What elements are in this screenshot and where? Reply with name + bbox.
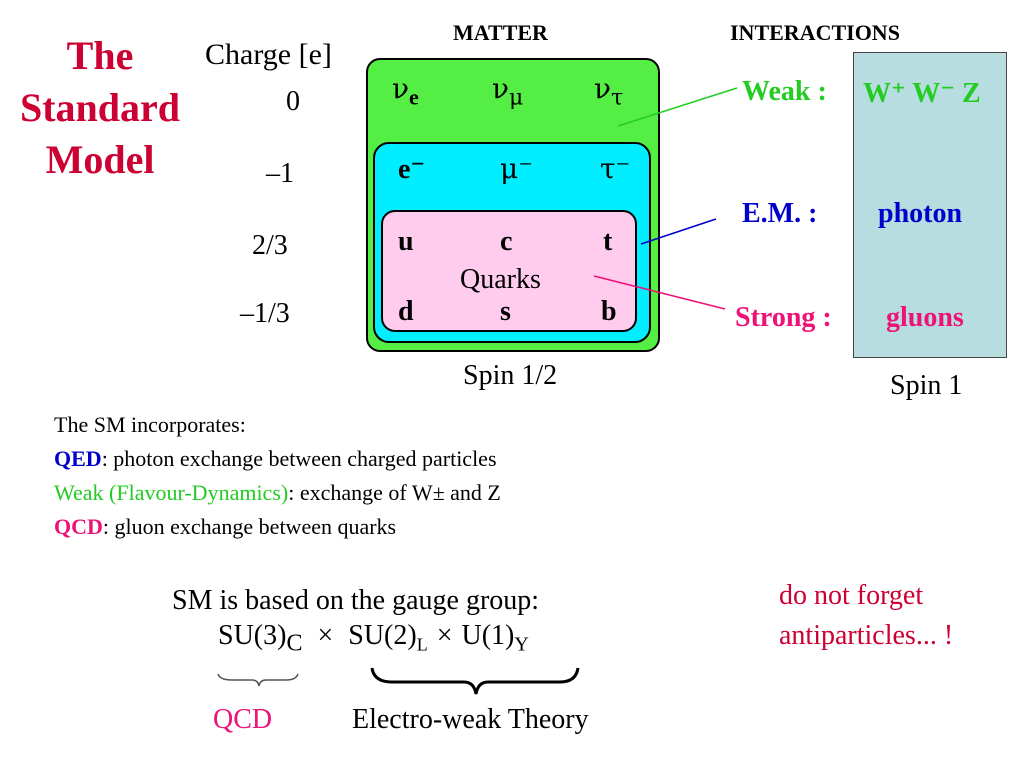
gauge-formula: SU(3)C × SU(2)L × U(1)Y xyxy=(218,620,529,657)
strong-connector xyxy=(593,275,726,310)
matter-spin: Spin 1/2 xyxy=(463,360,558,391)
particle-muon: μ⁻ xyxy=(500,152,533,185)
charge-up-quark: 2/3 xyxy=(252,230,288,261)
quark-box xyxy=(381,210,637,332)
u1-group: U(1) xyxy=(461,620,515,651)
charge-header: Charge [e] xyxy=(205,38,332,71)
particle-nu-e: νe xyxy=(392,72,419,110)
note-line-1: do not forget xyxy=(779,580,924,611)
em-bosons: photon xyxy=(878,198,963,229)
qed-line: QED: photon exchange between charged par… xyxy=(54,446,497,471)
matter-header: MATTER xyxy=(453,20,548,45)
interactions-spin: Spin 1 xyxy=(890,370,963,401)
particle-nu-tau: ντ xyxy=(594,72,624,111)
su2-subscript: L xyxy=(416,634,428,655)
weak-line: Weak (Flavour-Dynamics): exchange of W± … xyxy=(54,480,501,505)
qcd-brace xyxy=(217,673,299,687)
quark-up: u xyxy=(398,226,414,257)
weak-connector xyxy=(617,87,738,127)
em-label: E.M. : xyxy=(742,198,818,229)
title-line-1: The xyxy=(66,33,134,78)
note-line-2: antiparticles... ! xyxy=(779,620,954,651)
charge-lepton: –1 xyxy=(266,158,294,189)
u1-subscript: Y xyxy=(514,633,529,656)
boson-box xyxy=(853,52,1007,358)
incorporates-block: The SM incorporates: QED: photon exchang… xyxy=(54,408,501,544)
qcd-label: QCD xyxy=(213,704,273,735)
su3-subscript: C xyxy=(286,630,303,657)
weak-label: Weak : xyxy=(742,76,827,107)
qcd-line: QCD: gluon exchange between quarks xyxy=(54,514,397,539)
strong-label: Strong : xyxy=(735,302,832,333)
gauge-heading: SM is based on the gauge group: xyxy=(172,585,540,616)
title-line-2: Standard xyxy=(19,85,181,130)
quark-charm: c xyxy=(500,226,513,257)
charge-neutrino: 0 xyxy=(286,86,300,117)
title-line-3: Model xyxy=(45,137,155,182)
weak-bosons: W⁺ W⁻ Z xyxy=(863,78,981,109)
quark-down: d xyxy=(398,296,414,327)
strong-bosons: gluons xyxy=(886,302,964,333)
quark-top: t xyxy=(603,226,613,257)
quark-strange: s xyxy=(500,296,511,327)
particle-electron: e⁻ xyxy=(398,154,426,185)
em-connector xyxy=(640,218,717,245)
su2-group: SU(2) xyxy=(348,620,417,651)
interactions-header: INTERACTIONS xyxy=(730,20,900,45)
slide-title: The Standard Model xyxy=(0,30,200,186)
antiparticles-note: do not forget antiparticles... ! xyxy=(779,576,953,656)
charge-down-quark: –1/3 xyxy=(240,298,290,329)
electroweak-brace xyxy=(370,667,580,695)
incorporates-intro: The SM incorporates: xyxy=(54,412,246,437)
particle-tau: τ⁻ xyxy=(600,152,631,185)
quark-bottom: b xyxy=(601,296,617,327)
quarks-label: Quarks xyxy=(460,264,541,295)
electroweak-label: Electro-weak Theory xyxy=(352,704,589,735)
su3-group: SU(3) xyxy=(218,620,287,651)
particle-nu-mu: νμ xyxy=(492,72,524,111)
